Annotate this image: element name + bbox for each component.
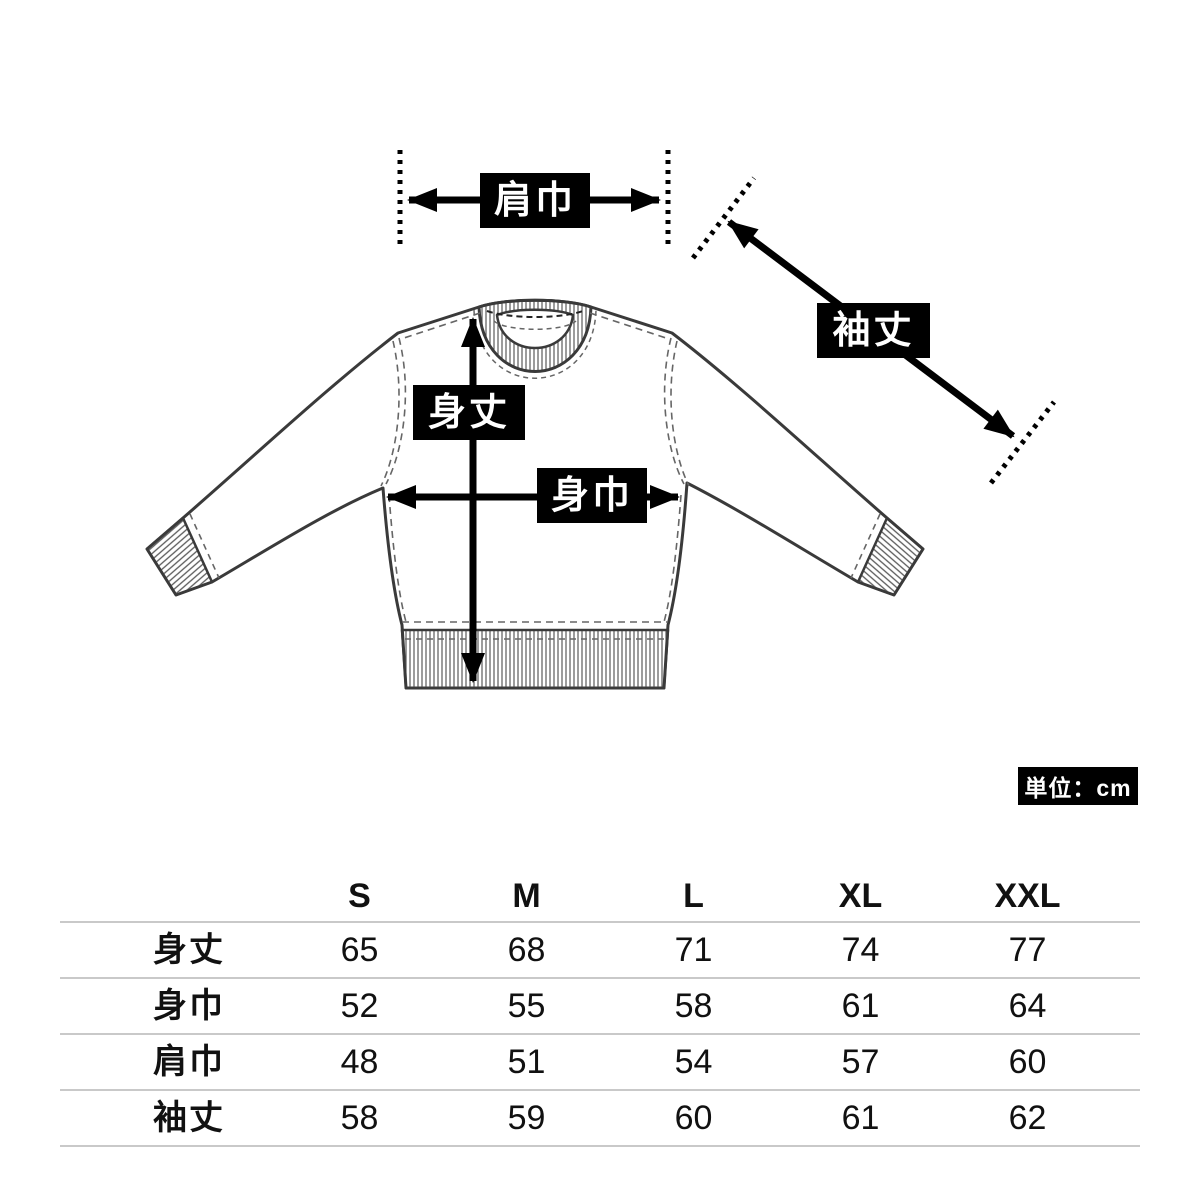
- row-label: 身丈: [153, 931, 225, 969]
- table-row-body-width: 身巾 52 55 58 61 64: [60, 977, 1140, 1033]
- unit-badge: 単位：cm: [1018, 767, 1138, 805]
- table-row-sleeve-length: 袖丈 58 59 60 61 62: [60, 1089, 1140, 1145]
- value-cell: 57: [841, 1043, 880, 1081]
- value-cell: 55: [507, 987, 546, 1025]
- header-size-l: L: [683, 876, 704, 915]
- shoulder-width-label: 肩巾: [480, 173, 590, 228]
- body-length-label: 身丈: [413, 385, 525, 440]
- value-cell: 62: [1008, 1099, 1047, 1137]
- table-row-shoulder-width: 肩巾 48 51 54 57 60: [60, 1033, 1140, 1089]
- value-cell: 59: [507, 1099, 546, 1137]
- value-cell: 68: [507, 931, 546, 969]
- reference-dotted-lines: [397, 150, 1056, 485]
- value-cell: 52: [340, 987, 379, 1025]
- value-cell: 48: [340, 1043, 379, 1081]
- hem-ribbing: [400, 621, 670, 690]
- body-width-label: 身巾: [537, 468, 647, 523]
- value-cell: 51: [507, 1043, 546, 1081]
- row-label: 身巾: [153, 987, 225, 1025]
- value-cell: 64: [1008, 987, 1047, 1025]
- sleeve-length-label: 袖丈: [817, 303, 930, 358]
- value-cell: 71: [674, 931, 713, 969]
- value-cell: 74: [841, 931, 880, 969]
- value-cell: 60: [674, 1099, 713, 1137]
- size-table-header-row: S M L XL XXL: [60, 870, 1140, 921]
- row-label: 肩巾: [153, 1043, 225, 1081]
- value-cell: 61: [841, 987, 880, 1025]
- header-size-xl: XL: [838, 876, 883, 915]
- header-size-s: S: [348, 876, 371, 915]
- value-cell: 77: [1008, 931, 1047, 969]
- row-label: 袖丈: [153, 1099, 225, 1137]
- right-cuff: [850, 513, 925, 597]
- value-cell: 61: [841, 1099, 880, 1137]
- value-cell: 60: [1008, 1043, 1047, 1081]
- left-cuff: [145, 513, 220, 597]
- value-cell: 65: [340, 931, 379, 969]
- header-size-m: M: [512, 876, 541, 915]
- size-table: S M L XL XXL 身丈 65 68 71 74 77 身巾 52 55 …: [60, 870, 1140, 1147]
- collar: [473, 298, 597, 379]
- value-cell: 54: [674, 1043, 713, 1081]
- value-cell: 58: [340, 1099, 379, 1137]
- seam-stitches: [380, 312, 690, 623]
- value-cell: 58: [674, 987, 713, 1025]
- header-size-xxl: XXL: [994, 876, 1061, 915]
- table-row-body-length: 身丈 65 68 71 74 77: [60, 921, 1140, 977]
